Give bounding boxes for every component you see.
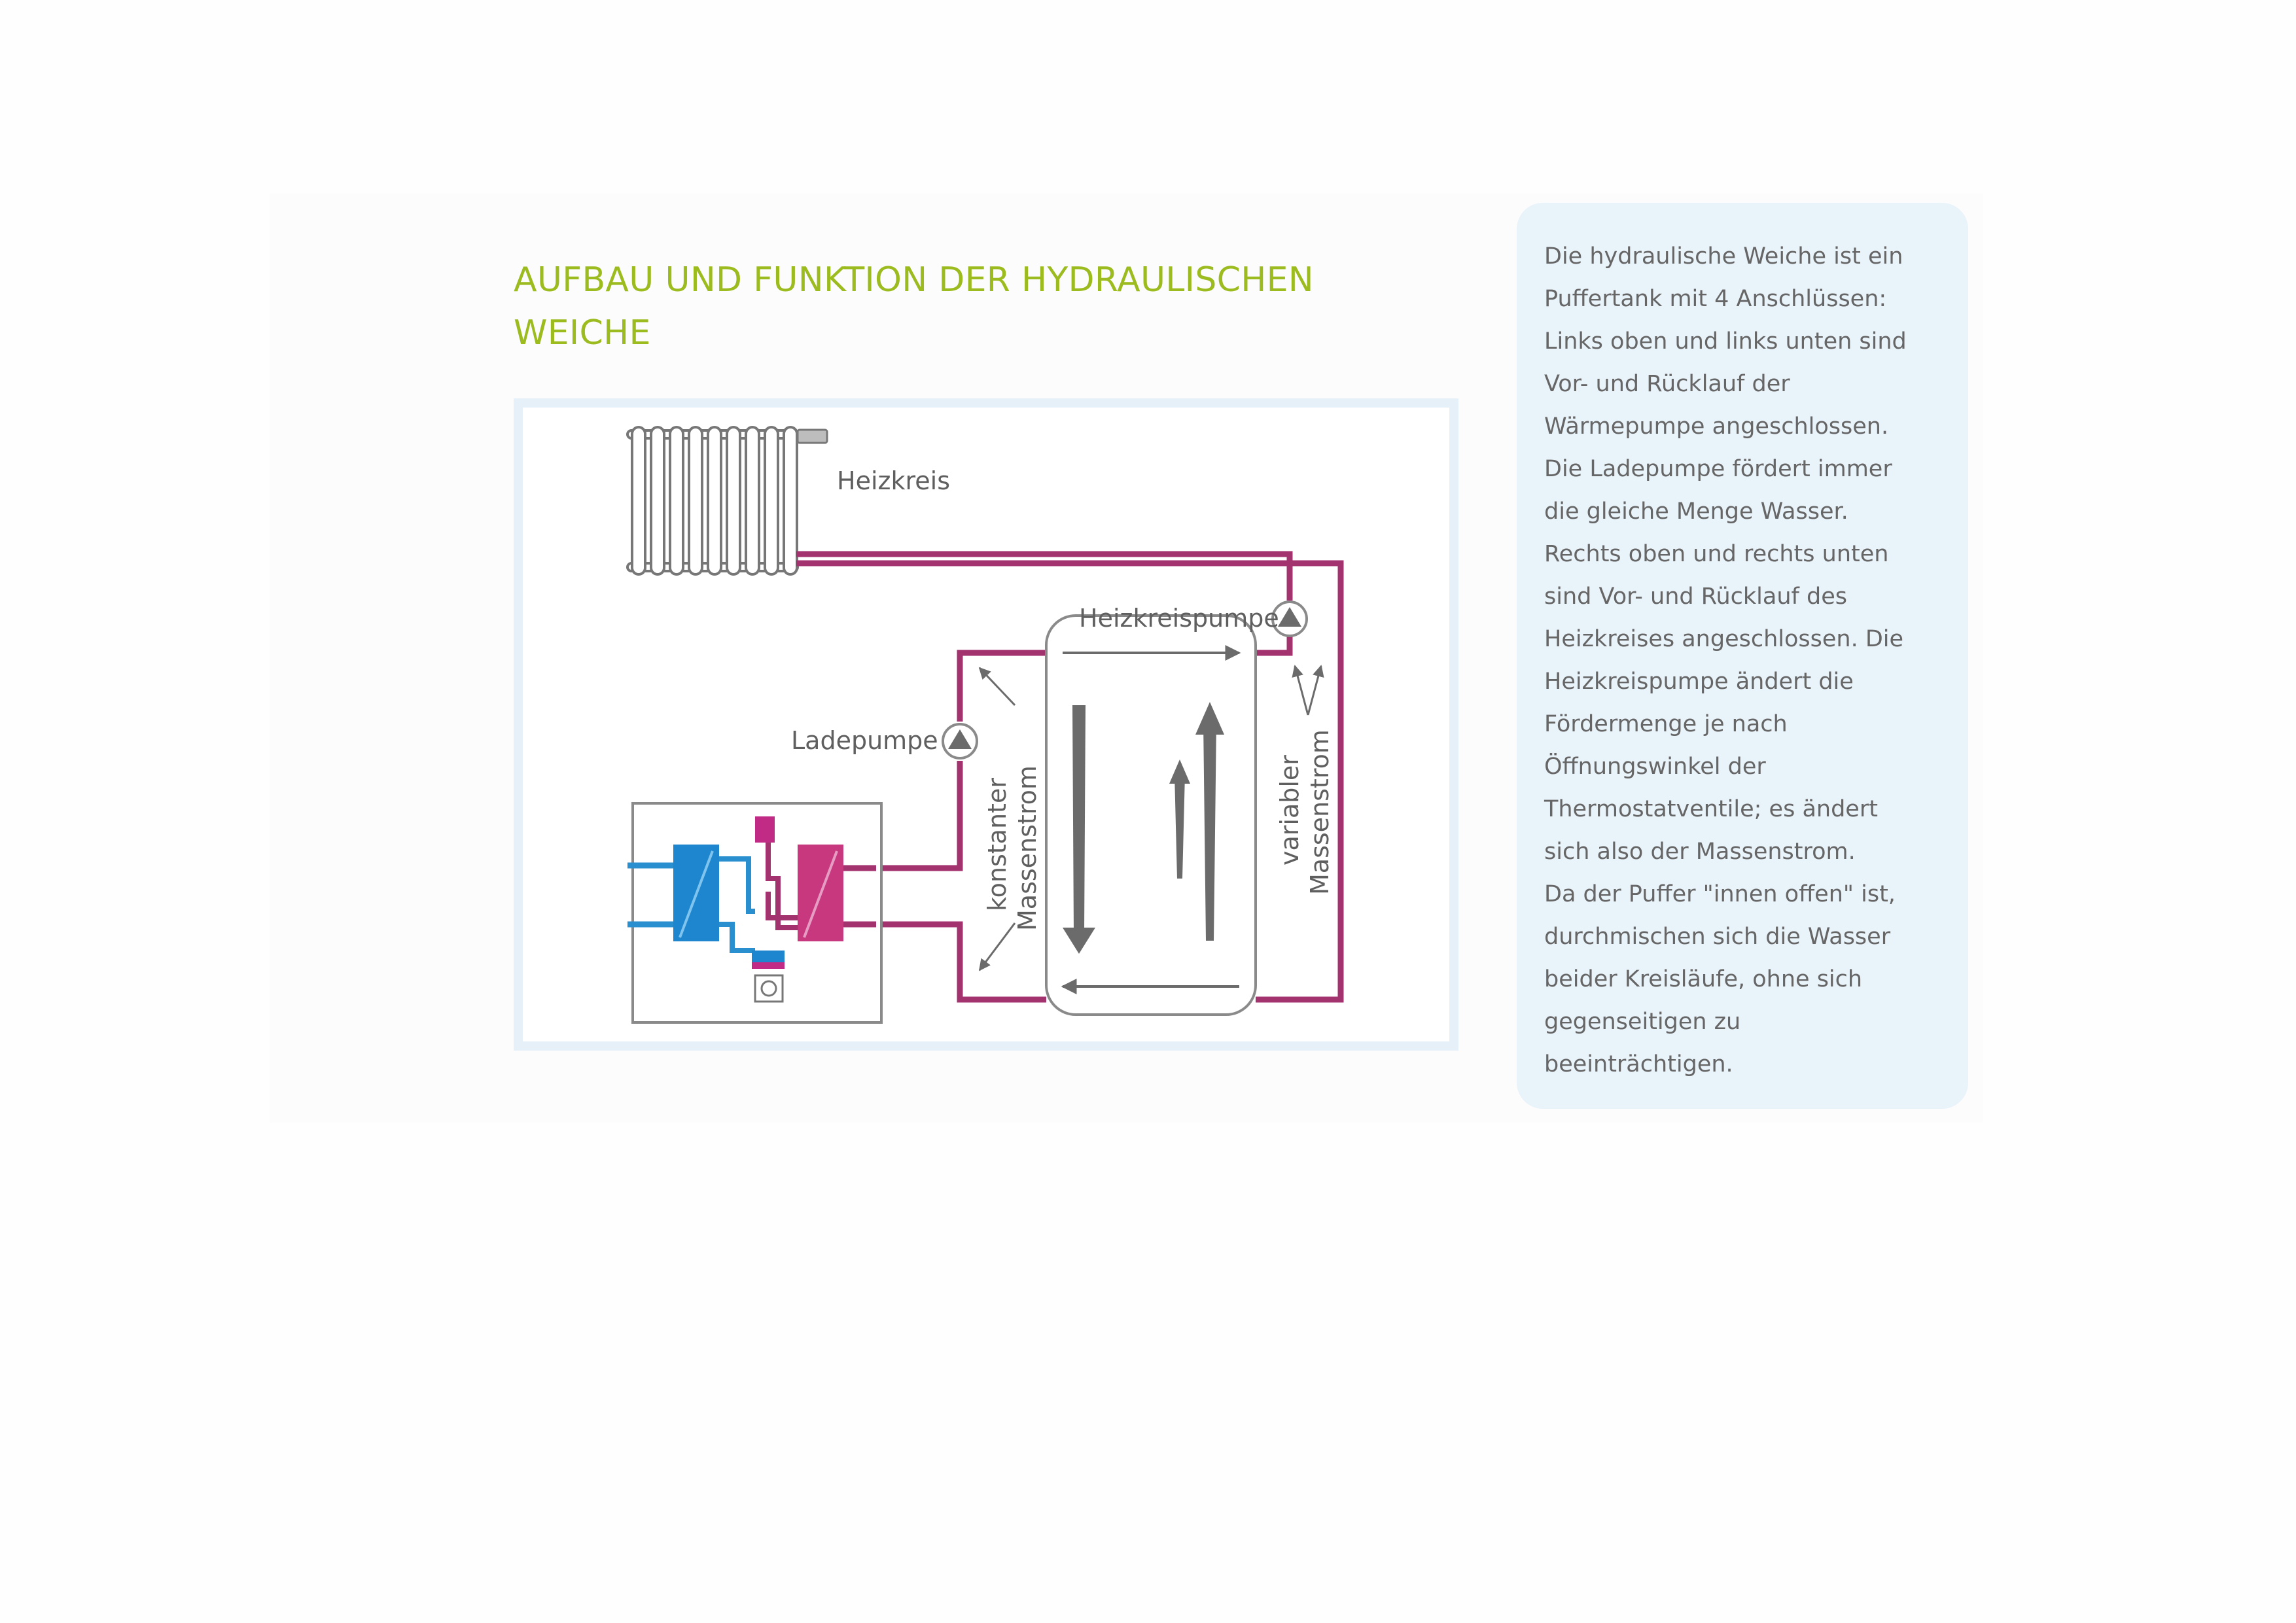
info-line: beider Kreisläufe, ohne sich xyxy=(1544,966,1863,992)
variabler-pointer-left xyxy=(1292,665,1309,716)
info-line: Die Ladepumpe fördert immer xyxy=(1544,456,1892,482)
label-heizkreispumpe: Heizkreispumpe xyxy=(1079,604,1279,633)
page-title: AUFBAU UND FUNKTION DER HYDRAULISCHEN WE… xyxy=(514,254,1430,360)
label-konstanter-massenstrom: konstanter Massenstrom xyxy=(983,765,1042,931)
info-line: Puffertank mit 4 Anschlüssen: xyxy=(1544,286,1887,312)
up-flow-arrows xyxy=(1169,702,1224,941)
page-title-line-1: AUFBAU UND FUNKTION DER HYDRAULISCHEN xyxy=(514,260,1314,300)
info-line: sind Vor- und Rücklauf des xyxy=(1544,584,1847,610)
label-variabler-massenstrom-line2: Massenstrom xyxy=(1305,729,1334,895)
label-heizkreis: Heizkreis xyxy=(837,466,950,495)
pipe-heatpump-return xyxy=(837,921,1046,1003)
info-line: Heizkreispumpe ändert die xyxy=(1544,669,1854,695)
page-title-line-2: WEICHE xyxy=(514,313,651,353)
label-variabler: variabler xyxy=(1275,755,1304,865)
ladepumpe-icon xyxy=(942,723,978,759)
info-line: die gleiche Menge Wasser. xyxy=(1544,498,1848,525)
hot-pipes xyxy=(796,551,1344,1003)
info-line: Links oben und links unten sind xyxy=(1544,328,1907,355)
hydraulic-switch-diagram: Heizkreis xyxy=(514,398,1458,1051)
label-ladepumpe: Ladepumpe xyxy=(791,726,938,755)
konstanter-pointer-top xyxy=(978,667,1016,707)
pipe-heizkreis-flow xyxy=(796,551,1293,601)
info-line: Heizkreises angeschlossen. Die xyxy=(1544,626,1904,652)
info-line: Rechts oben und rechts unten xyxy=(1544,541,1889,567)
heat-pump-unit xyxy=(627,802,883,1024)
info-line: beeinträchtigen. xyxy=(1544,1051,1733,1077)
variabler-pointer-right xyxy=(1307,665,1324,716)
radiator-icon xyxy=(626,426,828,576)
pipe-pump-to-tank xyxy=(1256,637,1293,656)
pipe-tank-to-ladepumpe xyxy=(957,650,1046,722)
info-line: Die hydraulische Weiche ist ein xyxy=(1544,243,1903,270)
compressor-icon xyxy=(754,974,784,1003)
info-line: Wärmepumpe angeschlossen. xyxy=(1544,413,1889,440)
info-line: Thermostatventile; es ändert xyxy=(1544,796,1878,822)
info-line: Öffnungswinkel der xyxy=(1544,754,1766,780)
konstanter-pointer-bottom xyxy=(978,922,1016,971)
info-box: Die hydraulische Weiche ist ein Pufferta… xyxy=(1517,203,1968,1109)
info-line: gegenseitigen zu xyxy=(1544,1009,1741,1035)
info-line: Fördermenge je nach xyxy=(1544,711,1788,737)
down-flow-arrow xyxy=(1063,705,1095,954)
heizkreispumpe-icon xyxy=(1271,601,1308,637)
info-line: Da der Puffer "innen offen" ist, xyxy=(1544,881,1896,907)
info-line: sich also der Massenstrom. xyxy=(1544,839,1856,865)
pipe-heizkreis-return xyxy=(796,560,1344,1003)
expansion-valve-icon xyxy=(755,816,775,843)
diagram-canvas: Heizkreis xyxy=(626,426,1344,1024)
info-line: Vor- und Rücklauf der xyxy=(1544,371,1790,397)
label-variabler-massenstrom: variabler Massenstrom xyxy=(1275,729,1334,895)
info-line: durchmischen sich die Wasser xyxy=(1544,924,1891,950)
buffer-tank xyxy=(1045,614,1257,1016)
label-konstanter: konstanter xyxy=(983,778,1012,911)
label-konstanter-massenstrom-line2: Massenstrom xyxy=(1013,765,1042,931)
